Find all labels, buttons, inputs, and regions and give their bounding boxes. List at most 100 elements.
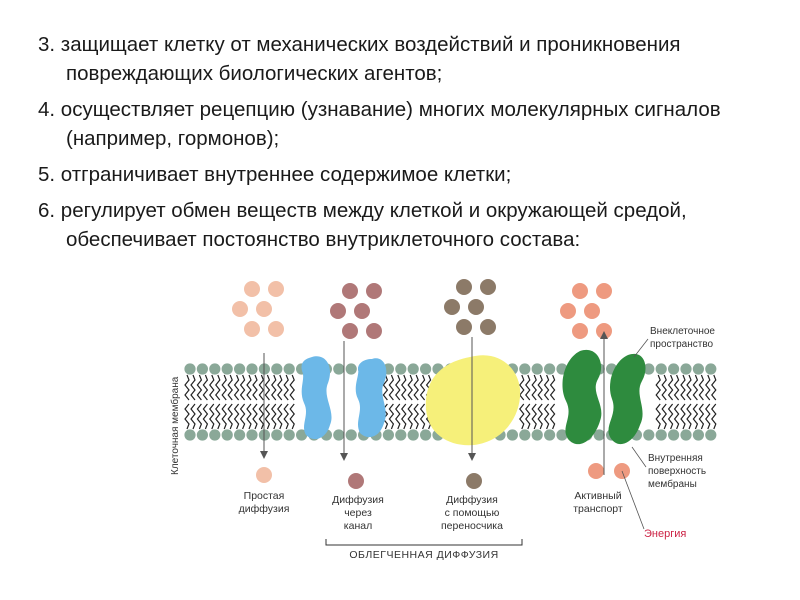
membrane-label: Клеточная мембрана xyxy=(169,376,181,475)
lipid-tail xyxy=(277,403,283,430)
lipid-tail xyxy=(264,403,271,430)
molecule xyxy=(456,319,472,335)
lipid-tail xyxy=(680,374,686,401)
lipid-head xyxy=(655,429,667,441)
lipid-tail xyxy=(673,403,680,430)
lipid-tail xyxy=(227,403,233,430)
lipid-tail xyxy=(711,403,717,430)
lipid-head xyxy=(680,363,692,375)
lipid-tail xyxy=(680,403,686,430)
lipid-tail xyxy=(252,403,258,430)
lipid-tail xyxy=(190,403,196,430)
lipid-tail xyxy=(271,374,277,401)
list-item-3: 3. защищает клетку от механических возде… xyxy=(38,33,681,85)
lipid-tail xyxy=(692,374,699,401)
lipid-tail xyxy=(525,374,531,401)
lipid-head xyxy=(296,429,308,441)
lipid-tail xyxy=(549,403,556,430)
lipid-tail xyxy=(419,374,426,401)
inner-surface-pointer xyxy=(631,446,647,468)
lipid-tail xyxy=(705,374,711,401)
molecule xyxy=(456,279,472,295)
molecule xyxy=(584,303,600,319)
lipid-head xyxy=(519,363,531,375)
lipid-head xyxy=(234,363,246,375)
lipid-head xyxy=(395,363,407,375)
lipid-tail xyxy=(184,403,190,430)
lipid-head xyxy=(196,429,208,441)
inner-surface-label-2: поверхность xyxy=(648,466,706,477)
simple-diffusion-label-2: диффузия xyxy=(239,503,290,515)
lipid-tail xyxy=(388,374,395,401)
lipid-tail xyxy=(661,374,667,401)
lipid-head xyxy=(531,363,543,375)
lipid-head xyxy=(246,363,258,375)
lipid-tail xyxy=(209,374,215,401)
lipid-tail xyxy=(264,374,271,401)
lipid-tail xyxy=(667,374,674,401)
lipid-tail xyxy=(692,403,699,430)
lipid-tail xyxy=(711,374,717,401)
lipid-tail xyxy=(655,403,661,430)
list-item-4: 4. осуществляет рецепцию (узнавание) мно… xyxy=(38,98,721,150)
lipid-head xyxy=(420,363,432,375)
lipid-tail xyxy=(537,374,543,401)
active-transport-label-2: транспорт xyxy=(573,503,623,515)
lipid-head xyxy=(643,363,655,375)
lipid-head xyxy=(283,363,295,375)
molecule xyxy=(244,281,260,297)
lipid-tail xyxy=(661,403,667,430)
lipid-head xyxy=(209,363,221,375)
lipid-head xyxy=(668,363,680,375)
lipid-head xyxy=(395,429,407,441)
lipid-head xyxy=(333,363,345,375)
lipid-head xyxy=(531,429,543,441)
lipid-tail xyxy=(413,374,419,401)
molecule xyxy=(256,467,272,483)
simple-diffusion-molecules xyxy=(232,281,284,483)
molecule xyxy=(244,321,260,337)
lipid-head xyxy=(221,363,233,375)
lipid-tail xyxy=(543,403,550,430)
molecule xyxy=(588,463,604,479)
channel-label-2: через xyxy=(344,507,372,519)
lipid-head xyxy=(271,429,283,441)
lipid-tail xyxy=(258,403,265,430)
extracellular-label-2: пространство xyxy=(650,339,714,350)
lipid-head xyxy=(333,429,345,441)
lipid-head xyxy=(544,429,556,441)
molecule xyxy=(572,323,588,339)
lipid-tail xyxy=(190,374,196,401)
lipid-head xyxy=(221,429,233,441)
molecule xyxy=(342,323,358,339)
function-list: 3. защищает клетку от механических возде… xyxy=(38,30,778,261)
molecule xyxy=(366,323,382,339)
molecule xyxy=(480,319,496,335)
molecule xyxy=(444,299,460,315)
lipid-tail xyxy=(209,403,215,430)
molecule xyxy=(468,299,484,315)
lipid-tail xyxy=(525,403,531,430)
lipid-tail xyxy=(537,403,543,430)
lipid-tail xyxy=(233,403,240,430)
channel-label-1: Диффузия xyxy=(332,494,384,506)
lipid-head xyxy=(680,429,692,441)
lipid-tail xyxy=(395,374,401,401)
lipid-head xyxy=(283,429,295,441)
lipid-tail xyxy=(519,403,525,430)
lipid-tail xyxy=(686,374,692,401)
lipid-head xyxy=(519,429,531,441)
list-item-6: 6. регулирует обмен веществ между клетко… xyxy=(38,199,687,251)
lipid-head xyxy=(643,429,655,441)
lipid-head xyxy=(234,429,246,441)
lipid-tail xyxy=(698,403,705,430)
lipid-head xyxy=(705,429,717,441)
extracellular-pointer xyxy=(633,338,649,358)
lipid-head xyxy=(209,429,221,441)
lipid-tail xyxy=(277,374,283,401)
lipid-tail xyxy=(549,374,556,401)
channel-protein-right xyxy=(355,358,387,438)
molecule xyxy=(268,321,284,337)
membrane-transport-diagram: Клеточная мембрана Внеклеточное простран… xyxy=(160,275,760,585)
lipid-tail xyxy=(184,374,190,401)
